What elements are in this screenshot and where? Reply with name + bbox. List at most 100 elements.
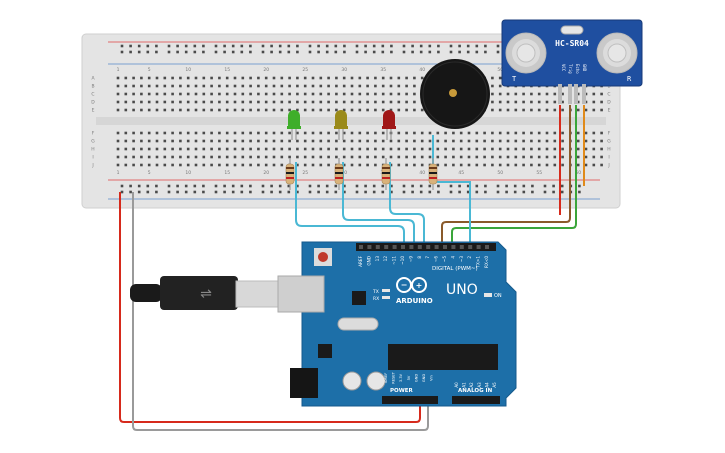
led-yellow[interactable] (334, 110, 348, 140)
usb-cable[interactable]: ⇌ (130, 276, 281, 310)
power-gnd-wire[interactable] (132, 192, 429, 431)
tx-led (382, 289, 390, 292)
red-led-wire[interactable] (389, 162, 425, 250)
breadboard-column-number: 1 (117, 170, 120, 176)
tx-label: TX (372, 289, 379, 295)
digital-label: DIGITAL (PWM~) (432, 266, 478, 272)
resistor-4[interactable] (428, 158, 438, 190)
resistor-2[interactable] (334, 158, 344, 190)
breadboard-row-letter: B (607, 84, 610, 90)
reset-button[interactable] (318, 252, 328, 262)
led-red[interactable] (382, 110, 396, 140)
digital-pin-label: ~10 (400, 256, 405, 265)
breadboard-row-letter: C (91, 92, 94, 98)
breadboard-row-letter: D (91, 100, 95, 106)
analog-pin-label: A0 (454, 382, 459, 388)
power-pin-label: 5V (407, 375, 411, 380)
sensor-right-mark: R (627, 75, 632, 83)
power-pin-label: GND (414, 374, 418, 382)
breadboard-column-number: 60 (575, 170, 581, 176)
crystal-oscillator (337, 317, 379, 331)
arduino-brand: ARDUINO (396, 297, 433, 305)
digital-pin-label: ~5 (442, 256, 447, 263)
breadboard-row-letter: A (91, 76, 95, 82)
resistor-3[interactable] (381, 158, 391, 190)
breadboard-row-letter: J (607, 163, 609, 169)
svg-text:−: − (401, 281, 408, 290)
digital-pin-label: ~6 (434, 256, 439, 263)
breadboard-column-number: 40 (419, 170, 425, 176)
analog-pin-label: A3 (477, 382, 482, 388)
center-channel (96, 117, 606, 125)
green-led-wire[interactable] (295, 162, 405, 250)
arduino-logo-icon: − + (396, 277, 427, 293)
usb-cable-strain (130, 284, 162, 302)
sensor-pin-echo: Echo (575, 64, 580, 74)
breadboard-column-number: 55 (536, 170, 542, 176)
power-pin-label: IOREF (384, 373, 388, 384)
usb-plug-metal (235, 280, 281, 308)
digital-pin-label: 7 (425, 256, 430, 259)
digital-pin-label: GND (366, 256, 371, 266)
digital-pin-label: 8 (417, 256, 422, 259)
arduino-model: UNO (446, 282, 478, 298)
breadboard-row-letter: I (92, 155, 93, 161)
sensor-wires[interactable] (441, 105, 585, 250)
digital-pin-label: 13 (375, 256, 380, 262)
breadboard-column-number: 35 (380, 67, 386, 73)
analog-pin-label: A2 (469, 382, 474, 388)
sensor-pin-trig: Trig (568, 64, 573, 74)
breadboard-row-letter: H (91, 147, 94, 153)
resistor-group (285, 158, 438, 190)
breadboard-column-number: 45 (458, 170, 464, 176)
sensor-pin-gnd: GND (582, 64, 587, 72)
digital-pin-label: ~9 (408, 256, 413, 263)
breadboard-row-letter: D (607, 100, 611, 106)
power-5v-wire[interactable] (119, 192, 421, 423)
digital-header (356, 243, 496, 251)
digital-pin-label: 12 (383, 256, 388, 262)
breadboard-column-number: 25 (302, 67, 308, 73)
sensor-title: HC-SR04 (555, 39, 589, 48)
digital-pin-label: ~3 (459, 256, 464, 263)
sensor-pin-vcc: VCC (561, 64, 566, 72)
breadboard-row-letter: F (92, 131, 95, 137)
analog-label: ANALOG IN (458, 388, 493, 394)
led-group (287, 110, 396, 140)
breadboard-column-number: 5 (148, 67, 151, 73)
ultrasonic-sensor[interactable]: HC-SR04 T R VCC Trig Echo GND (501, 19, 643, 104)
breadboard-column-number: 50 (497, 67, 503, 73)
usb-icon: ⇌ (200, 286, 212, 302)
resistor-1[interactable] (285, 158, 295, 190)
breadboard-row-letter: E (608, 108, 611, 114)
breadboard-column-number: 15 (224, 67, 230, 73)
breadboard-row-letter: I (608, 155, 609, 161)
sensor-trig-wire[interactable] (441, 105, 571, 250)
digital-pin-label: ~11 (392, 256, 397, 265)
usb-controller-chip (352, 291, 366, 305)
digital-pin-label: 4 (450, 256, 455, 259)
analog-pin-label: A5 (492, 382, 497, 388)
breadboard-row-letter: G (91, 139, 95, 145)
on-label: ON (494, 293, 502, 299)
capacitor-2 (366, 371, 386, 391)
digital-pin-label: RX<0 (484, 256, 489, 268)
breadboard-column-number: 30 (341, 67, 347, 73)
digital-pin-label: 2 (467, 256, 472, 259)
power-pin-label: GND (422, 374, 426, 382)
breadboard-row-letter: J (91, 163, 93, 169)
piezo-buzzer[interactable] (420, 59, 490, 129)
yellow-led-wire[interactable] (342, 162, 415, 250)
breadboard-row-letter: B (91, 84, 94, 90)
led-green[interactable] (287, 110, 301, 140)
sensor-echo-wire[interactable] (451, 105, 577, 250)
breadboard-column-number: 10 (185, 67, 191, 73)
power-wires[interactable] (119, 192, 429, 431)
power-jack[interactable] (290, 368, 318, 398)
usb-b-port[interactable] (277, 275, 325, 313)
digital-pin-label: TX>1 (476, 256, 481, 269)
breadboard-row-letter: F (608, 131, 611, 137)
